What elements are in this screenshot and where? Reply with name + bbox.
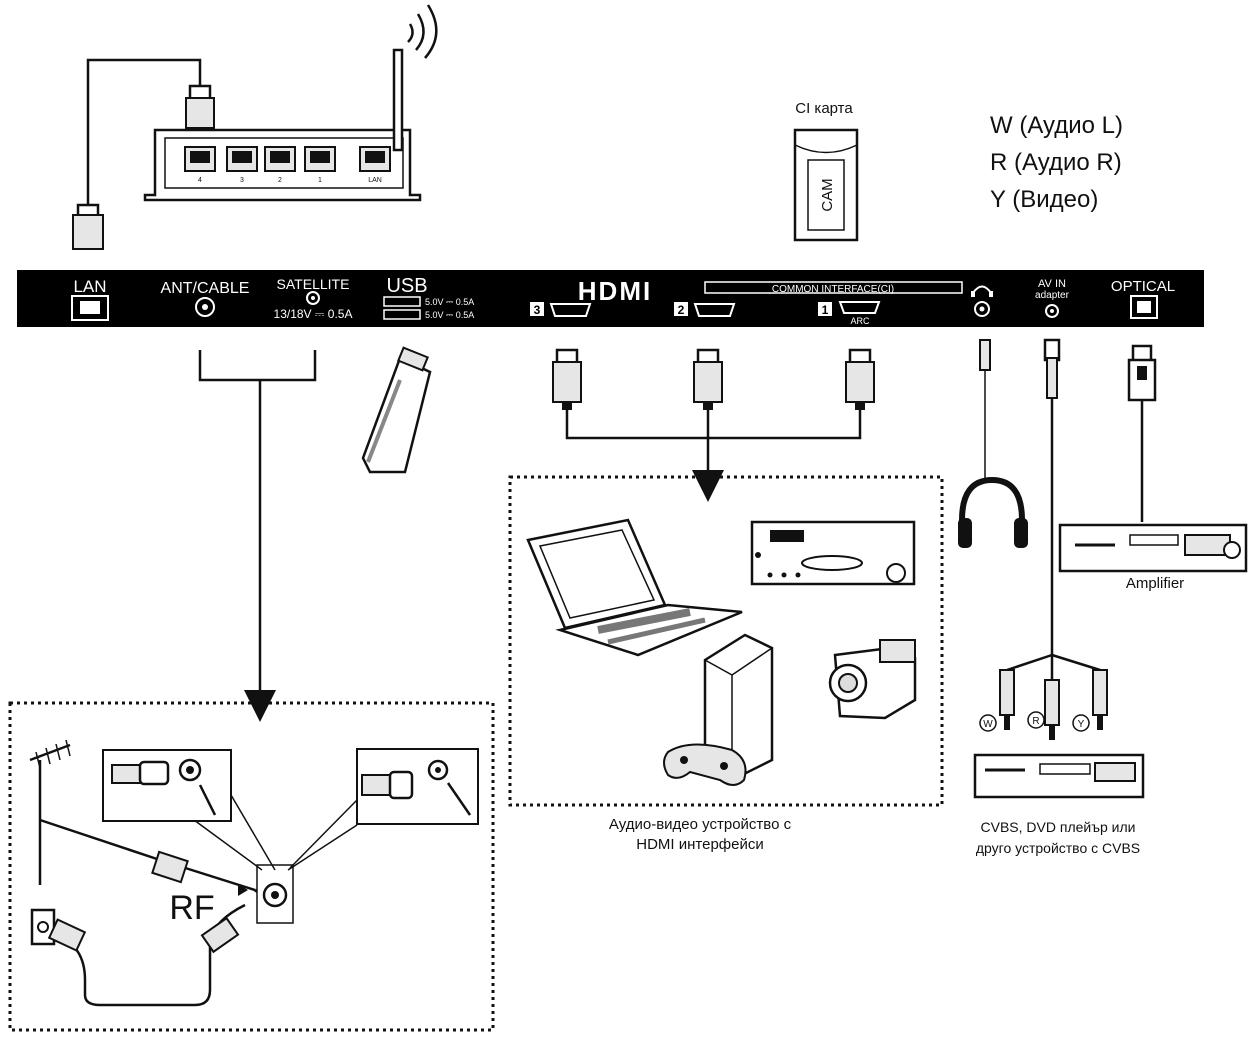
cam-label: CAM xyxy=(819,178,836,211)
svg-text:3: 3 xyxy=(240,177,244,184)
router-cable-plug xyxy=(185,84,215,136)
ci-card-title: CI карта xyxy=(795,100,853,117)
headphone-icon xyxy=(971,285,993,297)
router-port-1: 1 xyxy=(304,146,336,184)
svg-text:W: W xyxy=(983,719,993,730)
hdmi-caption-line1: Аудио-видео устройство с xyxy=(609,816,792,833)
legend-y: Y (Видео) xyxy=(990,186,1098,213)
game-console-icon xyxy=(663,633,774,786)
hdmi-port-2: 2 xyxy=(674,302,736,317)
laptop-icon xyxy=(526,518,743,657)
callout-right xyxy=(356,748,479,825)
satellite-spec: 13/18V ⎓ 0.5A xyxy=(274,307,353,321)
callout-left xyxy=(102,749,232,822)
hdmi-port-1: 1 ARC xyxy=(818,301,881,326)
hdmi-plug-1 xyxy=(845,348,875,410)
audio-video-legend: W (Аудио L) R (Аудио R) Y (Видео) xyxy=(990,112,1123,213)
optical-port: OPTICAL xyxy=(1111,278,1175,319)
svg-text:Y: Y xyxy=(1078,719,1085,730)
optical-cable xyxy=(1127,344,1157,522)
satellite-port: SATELLITE 13/18V ⎓ 0.5A xyxy=(274,276,353,321)
svg-text:1: 1 xyxy=(318,177,322,184)
amplifier-icon xyxy=(1058,523,1248,573)
router-port-2: 2 xyxy=(264,146,296,184)
ant-cable-port: ANT/CABLE xyxy=(161,280,250,317)
cvbs-caption-line2: друго устройство с CVBS xyxy=(976,840,1140,856)
rf-antenna-box xyxy=(8,701,495,1032)
common-interface-label: COMMON INTERFACE(CI) xyxy=(772,284,894,295)
hdmi-port-3: 3 xyxy=(530,302,592,317)
ant-cable-label: ANT/CABLE xyxy=(161,280,250,297)
common-interface-slot xyxy=(704,281,963,294)
ci-card: CI карта CAM xyxy=(793,100,859,242)
svg-text:R: R xyxy=(1032,716,1039,727)
headphones xyxy=(958,339,1028,548)
router-port-lan: LAN xyxy=(359,146,391,184)
satellite-label: SATELLITE xyxy=(277,276,350,292)
camcorder-icon xyxy=(828,639,917,720)
rf-connector xyxy=(256,864,294,924)
usb-label: USB xyxy=(386,275,427,297)
usb-spec-1: 5.0V ⎓ 0.5A xyxy=(425,297,474,307)
amplifier-label: Amplifier xyxy=(1126,575,1184,592)
headphone-jack xyxy=(971,285,993,317)
antenna-cable-plug xyxy=(151,850,189,884)
cvbs-caption-line1: CVBS, DVD плейър или xyxy=(981,819,1136,835)
lan-port: LAN xyxy=(71,277,109,321)
svg-text:1: 1 xyxy=(822,303,829,317)
lan-cable-plug xyxy=(72,203,104,250)
legend-w: W (Аудио L) xyxy=(990,112,1123,139)
svg-text:2: 2 xyxy=(278,177,282,184)
av-in-label: AV IN xyxy=(1038,278,1066,290)
hdmi-plug-2 xyxy=(693,348,723,410)
dvd-player-icon xyxy=(750,520,916,586)
cvbs-player-icon xyxy=(973,753,1145,799)
svg-text:LAN: LAN xyxy=(368,177,382,184)
arc-label: ARC xyxy=(850,316,870,326)
plug-r: R xyxy=(1027,679,1060,740)
hdmi-caption-line2: HDMI интерфейси xyxy=(636,836,764,853)
router-port-4: 4 xyxy=(184,146,216,184)
plug-y: Y xyxy=(1072,669,1108,732)
svg-text:4: 4 xyxy=(198,177,202,184)
tv-connector-panel: LAN ANT/CABLE SATELLITE 13/18V ⎓ 0.5A US… xyxy=(17,270,1204,327)
usb-ports: USB 5.0V ⎓ 0.5A 5.0V ⎓ 0.5A xyxy=(383,275,474,320)
usb-spec-2: 5.0V ⎓ 0.5A xyxy=(425,310,474,320)
hdmi-cables xyxy=(552,348,875,502)
router-port-3: 3 xyxy=(226,146,258,184)
svg-text:3: 3 xyxy=(534,303,541,317)
av-cable: W R Y xyxy=(979,338,1108,740)
hdmi-devices-box xyxy=(508,475,944,807)
usb-stick xyxy=(361,346,432,474)
optical-label: OPTICAL xyxy=(1111,278,1175,295)
av-in-adapter-label: adapter xyxy=(1035,290,1070,301)
legend-r: R (Аудио R) xyxy=(990,149,1122,176)
antenna-bracket xyxy=(198,350,317,722)
wifi-signal-icon xyxy=(407,4,438,59)
svg-text:2: 2 xyxy=(678,303,685,317)
router: 4 3 2 1 LAN xyxy=(72,4,438,250)
lan-port-label: LAN xyxy=(73,277,106,296)
roof-antenna-icon xyxy=(29,739,71,885)
hdmi-plug-3 xyxy=(552,348,582,410)
rf-arrow-icon xyxy=(238,884,248,896)
plug-w: W xyxy=(979,669,1015,732)
hdmi-logo: HDMI xyxy=(578,276,652,306)
rf-label: RF xyxy=(169,889,214,927)
av-in-port: AV IN adapter xyxy=(1035,278,1070,318)
